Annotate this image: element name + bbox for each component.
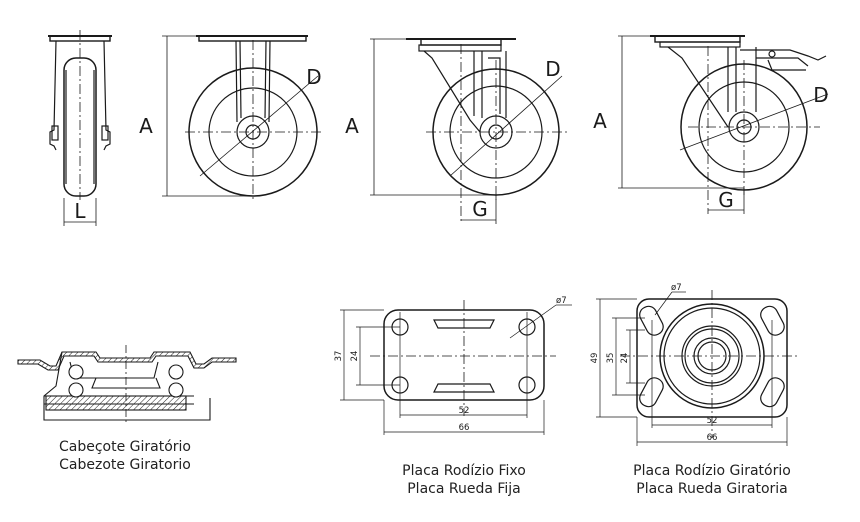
fixed-plate-width-outer: 66: [459, 423, 470, 433]
brake-caster-side-view: [618, 35, 829, 214]
fixed-plate-height-outer: 37: [334, 351, 344, 362]
swivel-plate-height-inner: 24: [620, 353, 630, 364]
fixed-plate-caption-line2: Placa Rueda Fija: [407, 481, 521, 497]
head-caption-line1: Cabeçote Giratório: [58, 439, 191, 455]
swivel-offset-label: G: [472, 197, 488, 221]
fixed-plate-caption-line1: Placa Rodízio Fixo: [402, 463, 526, 479]
fixed-height-label: A: [139, 114, 153, 138]
swivel-plate-caption-line1: Placa Rodízio Giratório: [633, 463, 791, 479]
front-view: [48, 30, 112, 226]
swivel-plate-caption-line2: Placa Rueda Giratoria: [636, 481, 788, 497]
swivel-plate-caption: Placa Rodízio Giratório Placa Rueda Gira…: [617, 462, 807, 498]
swivel-plate-hole-label: ø7: [671, 283, 682, 293]
swivel-plate-height-mid: 35: [606, 353, 616, 364]
front-width-label: L: [74, 199, 86, 223]
swivel-plate-width-outer: 66: [707, 433, 718, 443]
swivel-plate-height-outer: 49: [590, 353, 600, 364]
fixed-plate-hole-label: ø7: [556, 296, 567, 306]
swivel-height-label: A: [345, 114, 359, 138]
brake-offset-label: G: [718, 188, 734, 212]
swivel-caster-side-view: [370, 38, 568, 224]
fixed-plate-drawing: [340, 300, 572, 435]
fixed-caster-side-view: [162, 35, 322, 200]
swivel-plate-width-inner: 52: [707, 416, 718, 426]
fixed-plate-caption: Placa Rodízio Fixo Placa Rueda Fija: [374, 462, 554, 498]
fixed-diameter-label: D: [306, 65, 321, 89]
head-caption: Cabeçote Giratório Cabezote Giratorio: [40, 438, 210, 474]
fixed-plate-width-inner: 52: [459, 406, 470, 416]
fixed-plate-height-inner: 24: [350, 351, 360, 362]
swivel-diameter-label: D: [545, 57, 560, 81]
brake-height-label: A: [593, 109, 607, 133]
swivel-plate-drawing: [596, 290, 800, 446]
swivel-head-section: [17, 345, 237, 425]
head-caption-line2: Cabezote Giratorio: [59, 457, 191, 473]
brake-diameter-label: D: [813, 83, 828, 107]
